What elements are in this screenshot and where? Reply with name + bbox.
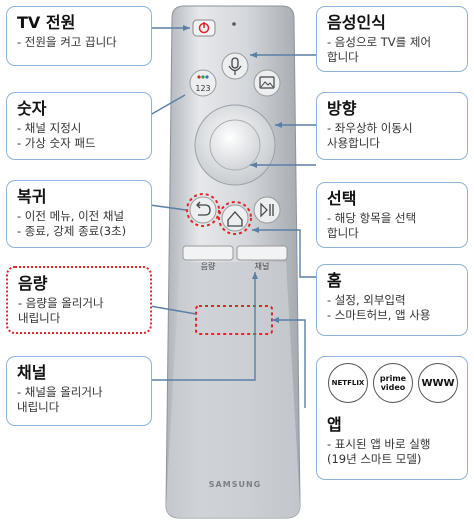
channel-label: 채널 xyxy=(254,262,270,271)
home-button xyxy=(221,204,249,232)
volume-desc: - 음량을 올리거나 내립니다 xyxy=(18,296,104,325)
select-callout: 선택 - 해당 항목을 선택 합니다 xyxy=(316,182,468,248)
volume-callout: 음량 - 음량을 올리거나 내립니다 xyxy=(6,266,152,334)
brand-logo: SAMSUNG xyxy=(208,480,262,489)
volume-title: 음량 xyxy=(18,274,48,293)
mic-hole xyxy=(232,22,236,26)
back-title: 복귀 xyxy=(17,187,47,206)
direction-title: 방향 xyxy=(327,99,357,118)
volume-rocker xyxy=(182,245,234,261)
connector-lines xyxy=(149,27,316,408)
number-callout: 숫자 - 채널 지정시 - 가상 숫자 패드 xyxy=(6,92,152,160)
prime-video-icon: prime video xyxy=(373,363,413,403)
select-title: 선택 xyxy=(327,189,357,208)
volume-label: 음량 xyxy=(200,262,216,271)
power-callout: TV 전원 - 전원을 켜고 끕니다 xyxy=(6,6,152,66)
home-highlight xyxy=(218,201,252,235)
channel-desc: - 채널을 올리거나 내립니다 xyxy=(17,385,103,414)
power-title: TV 전원 xyxy=(17,13,76,32)
back-callout: 복귀 - 이전 메뉴, 이전 채널 - 종료, 강제 종료(3초) xyxy=(6,180,152,248)
power-desc: - 전원을 켜고 끕니다 xyxy=(17,35,117,49)
apps-title: 앱 xyxy=(327,415,342,434)
channel-title: 채널 xyxy=(17,363,47,382)
voice-title: 음성인식 xyxy=(327,13,386,32)
direction-callout: 방향 - 좌우상하 이동시 사용합니다 xyxy=(316,92,468,160)
back-highlight xyxy=(186,193,220,227)
back-button xyxy=(189,196,217,224)
home-callout: 홈 - 설정, 외부입력 - 스마트허브, 앱 사용 xyxy=(316,264,468,336)
voice-button xyxy=(221,52,249,80)
number-desc: - 채널 지정시 - 가상 숫자 패드 xyxy=(17,121,96,150)
number-button-label: 123 xyxy=(195,84,211,93)
select-desc: - 해당 항목을 선택 합니다 xyxy=(327,211,417,240)
netflix-icon: NETFLIX xyxy=(328,363,368,403)
ambient-button xyxy=(253,69,281,97)
remote-lower-panel xyxy=(166,262,300,518)
back-desc: - 이전 메뉴, 이전 채널 - 종료, 강제 종료(3초) xyxy=(17,209,127,238)
voice-callout: 음성인식 - 음성으로 TV를 제어 합니다 xyxy=(316,6,468,72)
www-icon: WWW xyxy=(418,363,458,403)
home-title: 홈 xyxy=(327,271,342,290)
select-button xyxy=(209,119,261,171)
apps-desc: - 표시된 앱 바로 실행 (19년 스마트 모델) xyxy=(327,437,431,466)
channel-rocker xyxy=(236,245,288,261)
voice-desc: - 음성으로 TV를 제어 합니다 xyxy=(327,35,432,64)
channel-callout: 채널 - 채널을 올리거나 내립니다 xyxy=(6,356,152,426)
number-button xyxy=(189,69,217,97)
direction-desc: - 좌우상하 이동시 사용합니다 xyxy=(327,121,413,150)
home-desc: - 설정, 외부입력 - 스마트허브, 앱 사용 xyxy=(327,293,431,322)
number-title: 숫자 xyxy=(17,99,47,118)
